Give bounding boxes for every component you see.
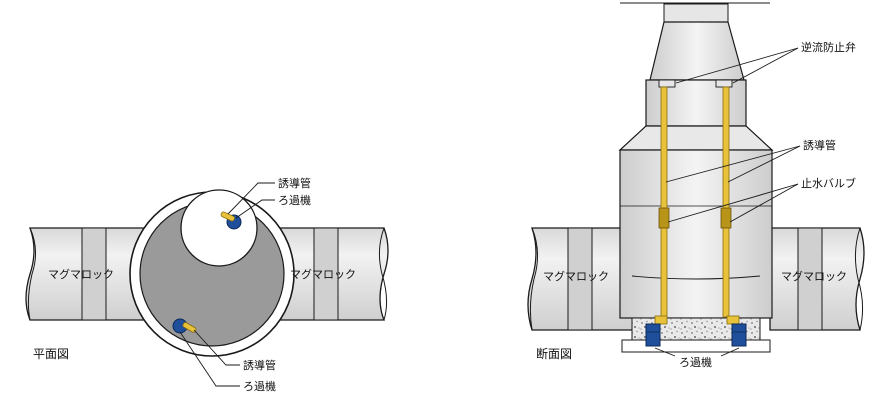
section-callout-lines — [654, 47, 801, 357]
section-manhole-neck — [620, 2, 770, 127]
section-pipe-right-label: マグマロック — [781, 270, 847, 283]
plan-callout-filter-bottom: ろ過機 — [243, 380, 276, 393]
section-pipe-right — [769, 227, 865, 331]
plan-callout-guide-pipe-top: 誘導管 — [278, 177, 311, 190]
section-callout-check-valve: 逆流防止弁 — [801, 41, 856, 54]
section-pipe-left — [527, 227, 635, 331]
plan-pipe-left-label: マグマロック — [48, 268, 114, 281]
section-filters — [645, 323, 747, 347]
section-callout-stop-valve: 止水バルブ — [801, 177, 856, 190]
section-pipe-left-label: マグマロック — [543, 270, 609, 283]
plan-pipe-left — [25, 227, 161, 321]
section-callout-guide-pipe: 誘導管 — [803, 139, 836, 152]
plan-callout-guide-pipe-bottom: 誘導管 — [243, 359, 276, 372]
plan-pipe-right — [269, 227, 389, 321]
section-callout-filter: ろ過機 — [679, 356, 712, 369]
section-view — [527, 2, 865, 357]
plan-view — [25, 182, 389, 387]
section-title: 断面図 — [536, 347, 573, 361]
plan-title: 平面図 — [33, 347, 70, 361]
plan-callout-lines-bottom — [179, 329, 240, 387]
plan-filter-top — [220, 211, 242, 230]
section-manhole-barrel — [618, 125, 774, 353]
plan-pipe-right-label: マグマロック — [290, 268, 356, 281]
plan-filter-bottom — [172, 318, 197, 334]
plan-access-opening — [180, 189, 258, 267]
plan-callout-filter-top: ろ過機 — [278, 194, 311, 207]
plan-callout-lines-top — [227, 182, 275, 219]
section-guide-tubes — [654, 86, 740, 325]
